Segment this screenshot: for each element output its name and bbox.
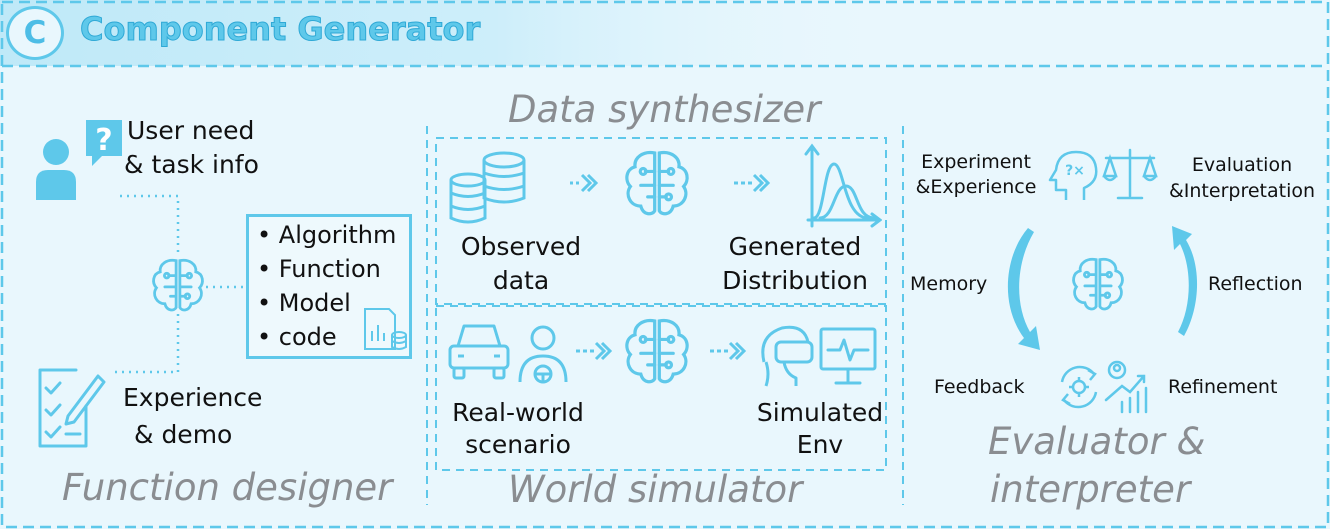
curved-arrow-icon — [998, 226, 1048, 352]
memory-label: Memory — [910, 273, 988, 295]
brain-circuit-icon — [148, 255, 208, 315]
section-title: Component Generator — [79, 10, 481, 49]
gear-cycle-icon — [1054, 362, 1104, 412]
data-synthesizer-title: Data synthesizer — [508, 88, 821, 131]
list-item-function: • Function — [257, 255, 381, 283]
user-need-label-line2: & task info — [124, 150, 259, 179]
chevron-arrows-icon — [732, 172, 772, 194]
feedback-label: Feedback — [934, 376, 1025, 398]
driver-icon — [516, 324, 570, 384]
refinement-label: Refinement — [1168, 376, 1278, 398]
real-world-label-line1: Real-world — [452, 398, 584, 427]
experiment-label-line1: Experiment — [921, 151, 1031, 173]
experience-label-line1: Experience — [123, 383, 263, 412]
generated-distribution-label-line2: Distribution — [722, 266, 868, 295]
function-designer-title: Function designer — [62, 466, 393, 509]
chevron-arrows-icon — [574, 340, 614, 362]
curved-arrow-icon — [1170, 222, 1210, 338]
evaluator-title-line2: interpreter — [990, 468, 1191, 511]
list-item-algorithm: • Algorithm — [257, 221, 397, 249]
experiment-label-line2: &Experience — [915, 176, 1037, 198]
reflection-label: Reflection — [1208, 273, 1303, 295]
svg-text:?×: ?× — [1065, 163, 1085, 179]
chevron-arrows-icon — [708, 340, 748, 362]
simulated-env-label-line2: Env — [796, 430, 844, 459]
distribution-curve-icon — [798, 142, 882, 228]
evaluation-label-line1: Evaluation — [1191, 154, 1293, 176]
user-need-label-line1: User need — [127, 116, 255, 145]
balance-scale-icon — [1100, 146, 1160, 202]
experience-label-line2: & demo — [134, 420, 233, 449]
observed-data-label-line1: Observed — [460, 232, 582, 261]
section-badge: C — [6, 6, 64, 60]
svg-text:?: ? — [95, 123, 112, 158]
head-question-icon: ?× — [1048, 148, 1102, 202]
simulated-env-label-line1: Simulated — [756, 398, 884, 427]
growth-chart-icon — [1102, 360, 1148, 414]
database-icon — [448, 148, 530, 226]
real-world-label-line2: scenario — [465, 430, 571, 459]
user-question-icon: ? — [34, 118, 124, 202]
chart-database-icon — [361, 305, 409, 353]
function-output-list: • Algorithm • Function • Model • code — [246, 214, 412, 359]
evaluation-label-line2: &Interpretation — [1168, 180, 1316, 202]
observed-data-label-line2: data — [492, 266, 550, 295]
generated-distribution-label-line1: Generated — [728, 232, 862, 261]
brain-circuit-icon — [620, 146, 694, 220]
vr-headset-icon — [756, 322, 814, 388]
list-item-model: • Model — [257, 289, 351, 317]
checklist-pen-icon — [36, 366, 108, 450]
car-icon — [446, 322, 512, 382]
brain-circuit-icon — [620, 314, 694, 388]
world-simulator-title: World simulator — [508, 468, 803, 511]
chevron-arrows-icon — [568, 172, 598, 194]
monitor-pulse-icon — [818, 326, 878, 386]
evaluator-title-line1: Evaluator & — [988, 420, 1206, 463]
list-item-code: • code — [257, 323, 337, 351]
brain-circuit-icon — [1068, 254, 1128, 314]
